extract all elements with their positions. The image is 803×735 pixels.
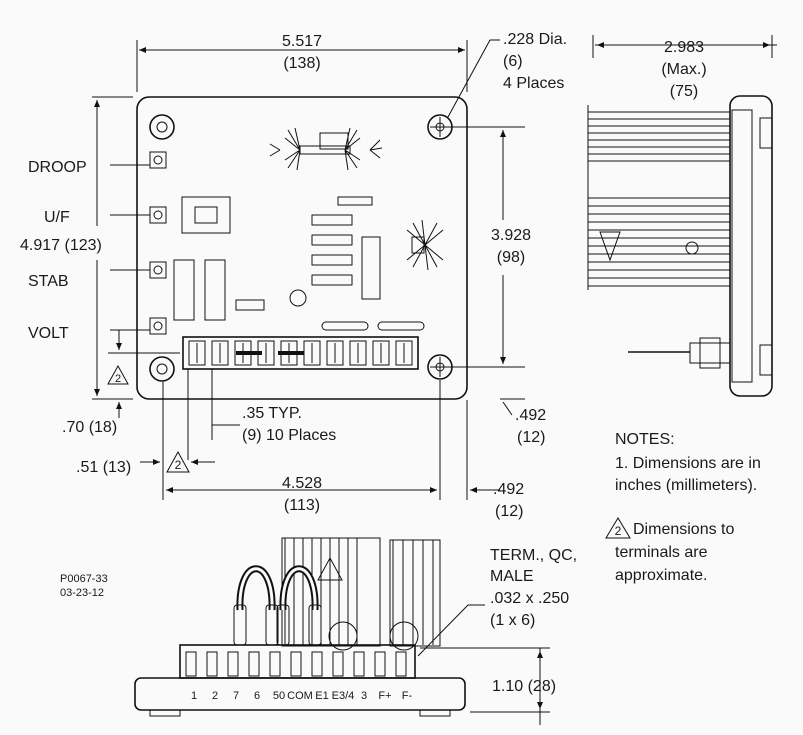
top-view (136, 96, 468, 400)
dimension-lines (92, 35, 777, 725)
terminal-label: 2 (212, 690, 218, 702)
terminal-top (372, 340, 390, 366)
terminal-block-top (182, 336, 419, 370)
dim-hole-span-h: 4.528 (282, 475, 322, 492)
adjuster-droop-label: DROOP (28, 159, 87, 176)
mounting-hole-bl (149, 356, 175, 382)
dim-hole-span-h-mm: (113) (284, 497, 320, 514)
terminal-front (185, 651, 197, 677)
terminal-front (353, 651, 365, 677)
relay (181, 196, 231, 234)
terminal-label: 50 (273, 690, 285, 702)
approx-marker-board (107, 364, 129, 385)
dim-height: 4.917 (123) (20, 237, 102, 254)
drawing-date: 03-23-12 (60, 587, 104, 599)
dim-offset-bottom: .70 (18) (62, 419, 117, 436)
side-view (587, 95, 773, 397)
dim-side-max: (Max.) (661, 61, 706, 78)
terminal-front (290, 651, 302, 677)
dim-top-width: 5.517 (282, 33, 322, 50)
pot-droop[interactable] (149, 151, 167, 169)
note2-triangle (605, 517, 631, 539)
pot-uf[interactable] (149, 206, 167, 224)
mounting-hole-tl (149, 114, 175, 140)
dim-side-mm: (75) (670, 83, 698, 100)
terminal-top (326, 340, 344, 366)
dim-offset-right-1: .492 (515, 407, 546, 424)
note2-line2: terminals are (615, 544, 708, 561)
callout-line2: MALE (490, 568, 534, 585)
terminal-front (395, 651, 407, 677)
dim-hole: .228 Dia. (503, 31, 567, 48)
terminal-label: 1 (191, 690, 197, 702)
approx-marker-board-label: 2 (115, 373, 121, 385)
terminal-label: F+ (378, 690, 391, 702)
capacitor-2 (204, 259, 226, 321)
dim-hole-span-v-mm: (98) (497, 249, 525, 266)
terminal-front (227, 651, 239, 677)
dim-offset-right-1-mm: (12) (517, 429, 545, 446)
dim-hole-span-v: 3.928 (491, 227, 531, 244)
terminal-front (269, 651, 281, 677)
terminal-label: 6 (254, 690, 260, 702)
terminal-label: E1 (315, 690, 328, 702)
dim-hole-mm: (6) (503, 53, 523, 70)
dim-depth: 1.10 (28) (492, 678, 556, 695)
adjuster-volt-label: VOLT (28, 325, 69, 342)
approx-marker-terminal-label: 2 (175, 458, 182, 472)
terminal-label: F- (402, 690, 413, 702)
dim-offset-right-2-mm: (12) (495, 503, 523, 520)
dim-term-pitch: .35 TYP. (242, 405, 302, 422)
approx-marker-terminal (166, 450, 190, 473)
note2-line1: Dimensions to (633, 521, 734, 538)
capacitor-1 (173, 259, 195, 321)
terminal-label: 7 (233, 690, 239, 702)
terminal-top (349, 340, 367, 366)
drawing-number: P0067-33 (60, 573, 108, 585)
terminal-front (374, 651, 386, 677)
heatsink-top (269, 127, 383, 171)
adjuster-uf-label: U/F (44, 209, 70, 226)
heatsink-middle (406, 219, 444, 271)
terminal-top (395, 340, 413, 366)
dim-term-pitch-detail: (9) 10 Places (242, 427, 336, 444)
callout-line4: (1 x 6) (490, 612, 535, 629)
callout-line3: .032 x .250 (490, 590, 569, 607)
terminal-top (211, 340, 229, 366)
terminal-label: COM (287, 690, 313, 702)
pot-volt[interactable] (149, 317, 167, 335)
dim-offset-right-2: .492 (493, 481, 524, 498)
dim-hole-count: 4 Places (503, 75, 564, 92)
terminal-label: E3/4 (332, 690, 355, 702)
callout-line1: TERM., QC, (490, 547, 577, 564)
note1-line2: inches (millimeters). (615, 477, 757, 494)
note1-line1: 1. Dimensions are in (615, 455, 761, 472)
note2-line3: approximate. (615, 567, 708, 584)
terminal-front (206, 651, 218, 677)
terminal-top (188, 340, 206, 366)
note2-marker: 2 (615, 524, 622, 538)
dim-term-edge: .51 (13) (76, 459, 131, 476)
terminal-front (311, 651, 323, 677)
dim-top-width-mm: (138) (283, 55, 320, 72)
dim-side-width: 2.983 (664, 39, 704, 56)
terminal-label: 3 (361, 690, 367, 702)
adjuster-stab-label: STAB (28, 273, 69, 290)
terminal-front (332, 651, 344, 677)
board-outline (136, 96, 468, 400)
pot-stab[interactable] (149, 261, 167, 279)
terminal-front (248, 651, 260, 677)
notes-heading: NOTES: (615, 431, 675, 448)
terminal-top (303, 340, 321, 366)
